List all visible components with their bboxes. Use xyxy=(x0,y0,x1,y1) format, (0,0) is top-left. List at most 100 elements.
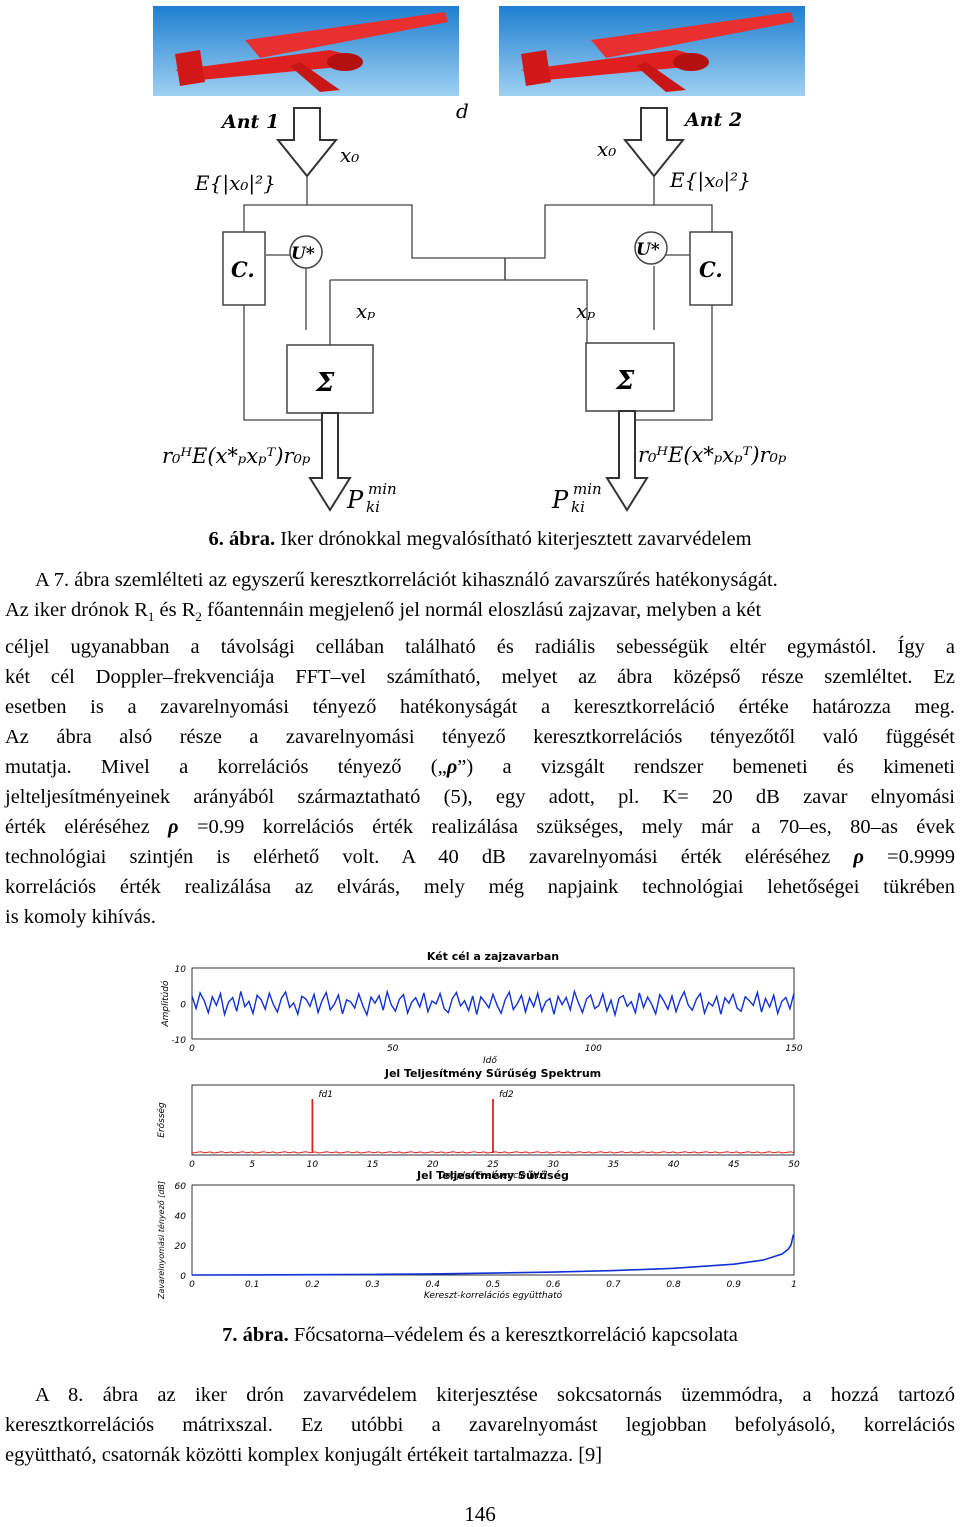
u-right-label: U* xyxy=(636,240,660,260)
svg-text:P: P xyxy=(346,486,364,514)
chart1-xtick: 0 xyxy=(189,1044,195,1054)
chart2-xtick: 5 xyxy=(249,1160,255,1170)
chart1-ytick: 0 xyxy=(180,1001,186,1011)
paragraph-1: A 7. ábra szemlélteti az egyszerű keresz… xyxy=(5,565,955,932)
chart2-xtick: 15 xyxy=(367,1160,379,1170)
chart3-frame xyxy=(191,1184,795,1276)
p1-line: céljel ugyanabban a távolsági cellában t… xyxy=(5,636,955,659)
energy-right-label: E{|x₀|²} xyxy=(669,168,751,193)
chart1-ylabel: Amplitúdó xyxy=(160,980,171,1028)
chart3-ytick: 60 xyxy=(175,1182,187,1192)
figure-7-caption-text: Főcsatorna–védelem és a keresztkorreláci… xyxy=(288,1324,738,1346)
svg-text:P: P xyxy=(551,486,569,514)
chart2-annotation-fd2: fd2 xyxy=(499,1090,514,1100)
chart3-ytick: 20 xyxy=(175,1242,187,1252)
p2-line: együttható, csatornák közötti komplex ko… xyxy=(5,1444,603,1466)
chart3-xtick: 0.1 xyxy=(245,1280,259,1290)
chart3-xtick: 0.8 xyxy=(666,1280,681,1290)
chart3-xtick: 0.6 xyxy=(546,1280,561,1290)
chart3-xtick: 0.7 xyxy=(606,1280,621,1290)
chart1-series-line xyxy=(191,988,795,1018)
wiring xyxy=(243,176,713,421)
output-arrow-left xyxy=(308,412,352,512)
svg-text:ki: ki xyxy=(571,498,585,516)
chart3-title: Jel Teljesítmény Sűrűség xyxy=(416,1169,569,1182)
chart2-xtick: 0 xyxy=(189,1160,195,1170)
chart1-xlabel: Idő xyxy=(483,1056,497,1066)
output-arrow-right xyxy=(605,410,649,512)
chart3-ylabel: Zavarelnyomási tényező [dB] xyxy=(156,1181,166,1300)
figure-7-caption-number: 7. ábra. xyxy=(222,1324,289,1346)
chart3-xtick: 0.5 xyxy=(486,1280,501,1290)
p2-line: keresztkorrelációs mátrixszal. Ez utóbbi… xyxy=(5,1414,955,1436)
figure-6-caption: 6. ábra. Iker drónokkal megvalósítható k… xyxy=(0,528,960,551)
chart3-xtick: 1 xyxy=(791,1280,797,1290)
chart2-xtick: 25 xyxy=(487,1160,499,1170)
ant1-label: Ant 1 xyxy=(220,111,279,133)
u-left-label: U* xyxy=(291,244,315,264)
chart3-series-line xyxy=(191,1234,795,1276)
chart3-ytick: 40 xyxy=(175,1212,187,1222)
chart2-ylabel: Erősség xyxy=(156,1102,167,1138)
p1-line: két cél Doppler–frekvenciája FFT–vel szá… xyxy=(5,666,955,689)
page-number: 146 xyxy=(464,1502,496,1526)
chart1-xtick: 100 xyxy=(585,1044,602,1054)
chart3-xtick: 0.3 xyxy=(365,1280,380,1290)
figure-6-caption-text: Iker drónokkal megvalósítható kiterjeszt… xyxy=(275,528,752,550)
chart3-xtick: 0.2 xyxy=(305,1280,320,1290)
ant2-label: Ant 2 xyxy=(683,109,742,131)
p1-line: is komoly kihívás. xyxy=(5,906,156,929)
sigma-block-right xyxy=(585,342,675,412)
figure-6-caption-number: 6. ábra. xyxy=(208,528,276,550)
drone-photo-right xyxy=(499,6,805,96)
distance-label: d xyxy=(456,99,469,123)
chart2-xtick: 30 xyxy=(547,1160,559,1170)
chart2-title: Jel Teljesítmény Sűrűség Spektrum xyxy=(384,1067,601,1080)
p1-line: Az ábra alsó része a zavarelnyomási tény… xyxy=(5,726,955,749)
chart2-xtick: 40 xyxy=(668,1160,680,1170)
pki-min-right: P min ki xyxy=(551,480,602,516)
sigma-left-label: Σ xyxy=(315,368,335,398)
chart3-xtick: 0 xyxy=(189,1280,195,1290)
svg-text:ki: ki xyxy=(366,498,380,516)
sigma-right-label: Σ xyxy=(615,366,635,396)
chart3-xtick: 0.4 xyxy=(426,1280,441,1290)
u-star-left xyxy=(289,235,323,269)
energy-left-label: E{|x₀|²} xyxy=(194,171,276,196)
chart1-xtick: 150 xyxy=(785,1044,802,1054)
chart1-xtick: 50 xyxy=(387,1044,399,1054)
figure-6-diagram: Ant 1 Ant 2 d x₀ x₀ E{|x₀|²} E{|x₀|²} C.… xyxy=(153,6,805,516)
x0-right-label: x₀ xyxy=(597,137,616,161)
x0-left-label: x₀ xyxy=(340,143,359,167)
c-block-left xyxy=(222,231,266,306)
c-block-right xyxy=(689,231,733,306)
chart2-xtick: 10 xyxy=(307,1160,319,1170)
svg-text:min: min xyxy=(573,480,602,498)
antenna-arrow-left xyxy=(275,107,339,178)
p1-line: esetben is a zavarelnyomási tényező haté… xyxy=(5,696,955,719)
formula-left: r₀ᴴE(x*ₚxₚᵀ)r₀ₚ xyxy=(162,444,310,468)
chart2-xlabel: Doppler Frekvencia [Hz] xyxy=(439,1171,548,1181)
drone-photo-left xyxy=(153,6,459,96)
chart2-xtick: 35 xyxy=(608,1160,620,1170)
u-star-right xyxy=(634,231,668,265)
antenna-arrow-right xyxy=(622,107,686,178)
chart2-xtick: 20 xyxy=(427,1160,439,1170)
pki-min-left: P min ki xyxy=(346,480,397,516)
p1-line: érték eléréséhez ρ =0.99 korrelációs ért… xyxy=(5,816,955,839)
p1-line: Az iker drónok R1 és R2 főantennáin megj… xyxy=(5,599,762,625)
xp-left-label: xₚ xyxy=(356,299,375,323)
chart1-title: Két cél a zajzavarban xyxy=(427,950,559,963)
chart1-ytick: 10 xyxy=(175,965,187,975)
chart2-annotation-fd1: fd1 xyxy=(318,1090,333,1100)
svg-text:min: min xyxy=(368,480,397,498)
p1-line: korrelációs érték realizálása az elvárás… xyxy=(5,876,955,899)
chart1-ytick: -10 xyxy=(171,1036,186,1046)
chart2-xtick: 45 xyxy=(728,1160,740,1170)
figure-7-caption: 7. ábra. Főcsatorna–védelem és a kereszt… xyxy=(0,1324,960,1347)
p1-line: A 7. ábra szemlélteti az egyszerű keresz… xyxy=(35,569,778,591)
chart3-xlabel: Kereszt-korrelációs együttható xyxy=(424,1290,563,1301)
p1-line: technológiai szintjén is elérhető volt. … xyxy=(5,846,955,869)
c-left-label: C. xyxy=(231,257,255,282)
